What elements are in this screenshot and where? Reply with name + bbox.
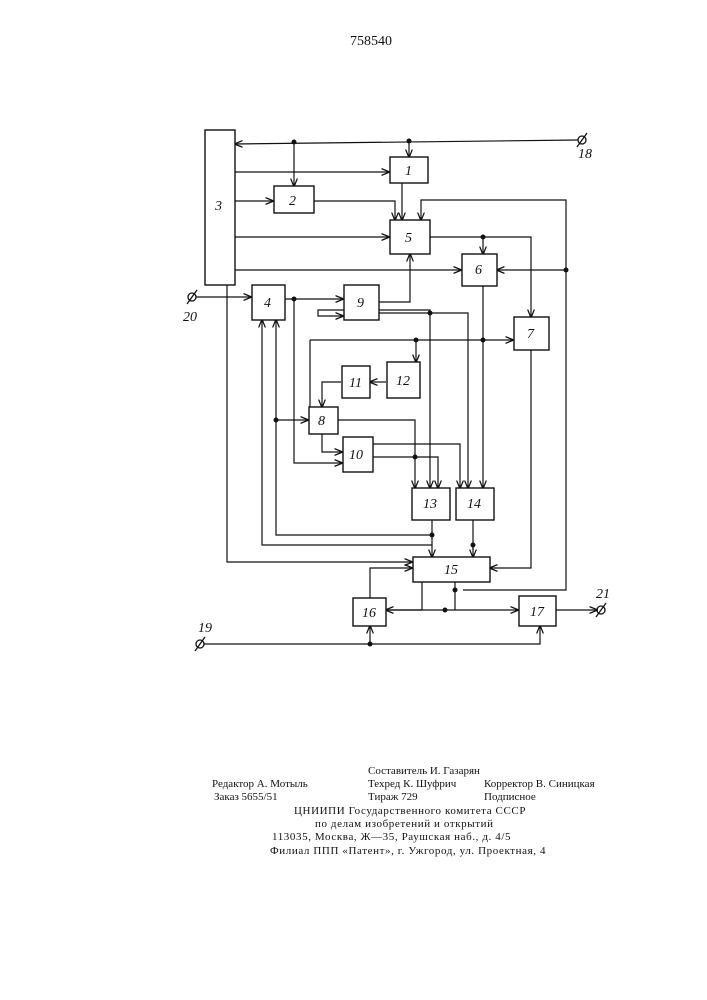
- block-13: 13: [412, 488, 450, 520]
- footer-address: 113035, Москва, Ж—35, Раушская наб., д. …: [272, 831, 511, 844]
- block-3: 3: [205, 130, 235, 285]
- block-label: 16: [362, 606, 376, 621]
- block-label: 3: [214, 199, 222, 214]
- block-label: 9: [357, 296, 364, 311]
- footer-circulation: Тираж 729: [368, 791, 418, 804]
- block-9: 9: [344, 285, 379, 320]
- block-label: 1: [405, 164, 412, 179]
- block-2: 2: [274, 186, 314, 213]
- block-label: 7: [527, 327, 535, 342]
- block-label: 4: [264, 296, 271, 311]
- block-label: 5: [405, 231, 412, 246]
- block-10: 10: [343, 437, 373, 472]
- block-16: 16: [353, 598, 386, 626]
- footer-corrector: Корректор В. Синицкая: [484, 778, 595, 791]
- block-4: 4: [252, 285, 285, 320]
- block-label: 10: [349, 448, 363, 463]
- footer-branch: Филиал ППП «Патент», г. Ужгород, ул. Про…: [270, 845, 546, 858]
- footer-subscription: Подписное: [484, 791, 536, 804]
- footer-org1: ЦНИИПИ Государственного комитета СССР: [294, 805, 526, 818]
- block-label: 11: [349, 376, 362, 391]
- block-label: 6: [475, 263, 482, 278]
- terminal-label: 21: [596, 587, 610, 602]
- footer-compiler: Составитель И. Газарян: [368, 765, 480, 778]
- block-17: 17: [519, 596, 556, 626]
- block-14: 14: [456, 488, 494, 520]
- block-5: 5: [390, 220, 430, 254]
- footer-techred: Техред К. Шуфрич: [368, 778, 456, 791]
- block-1: 1: [390, 157, 428, 183]
- block-6: 6: [462, 254, 497, 286]
- block-label: 14: [467, 497, 481, 512]
- block-label: 15: [444, 563, 458, 578]
- patent-number: 758540: [350, 34, 392, 49]
- block-label: 2: [289, 194, 296, 209]
- block-7: 7: [514, 317, 549, 350]
- footer-org2: по делам изобретений и открытий: [315, 818, 494, 831]
- terminal-label: 19: [198, 621, 212, 636]
- terminal-19: 19: [195, 621, 212, 651]
- block-label: 13: [423, 497, 437, 512]
- footer-order: Заказ 5655/51: [214, 791, 278, 804]
- block-15: 15: [413, 557, 490, 582]
- block-12: 12: [387, 362, 420, 398]
- terminal-21: 21: [596, 587, 610, 617]
- terminal-20: 20: [183, 290, 197, 325]
- block-label: 8: [318, 414, 325, 429]
- block-label: 12: [396, 374, 410, 389]
- block-8: 8: [309, 407, 338, 434]
- footer-editor: Редактор А. Мотыль: [212, 778, 308, 791]
- block-label: 17: [530, 605, 545, 620]
- terminal-label: 20: [183, 310, 197, 325]
- terminal-18: 18: [577, 133, 592, 162]
- terminal-label: 18: [578, 147, 592, 162]
- block-11: 11: [342, 366, 370, 398]
